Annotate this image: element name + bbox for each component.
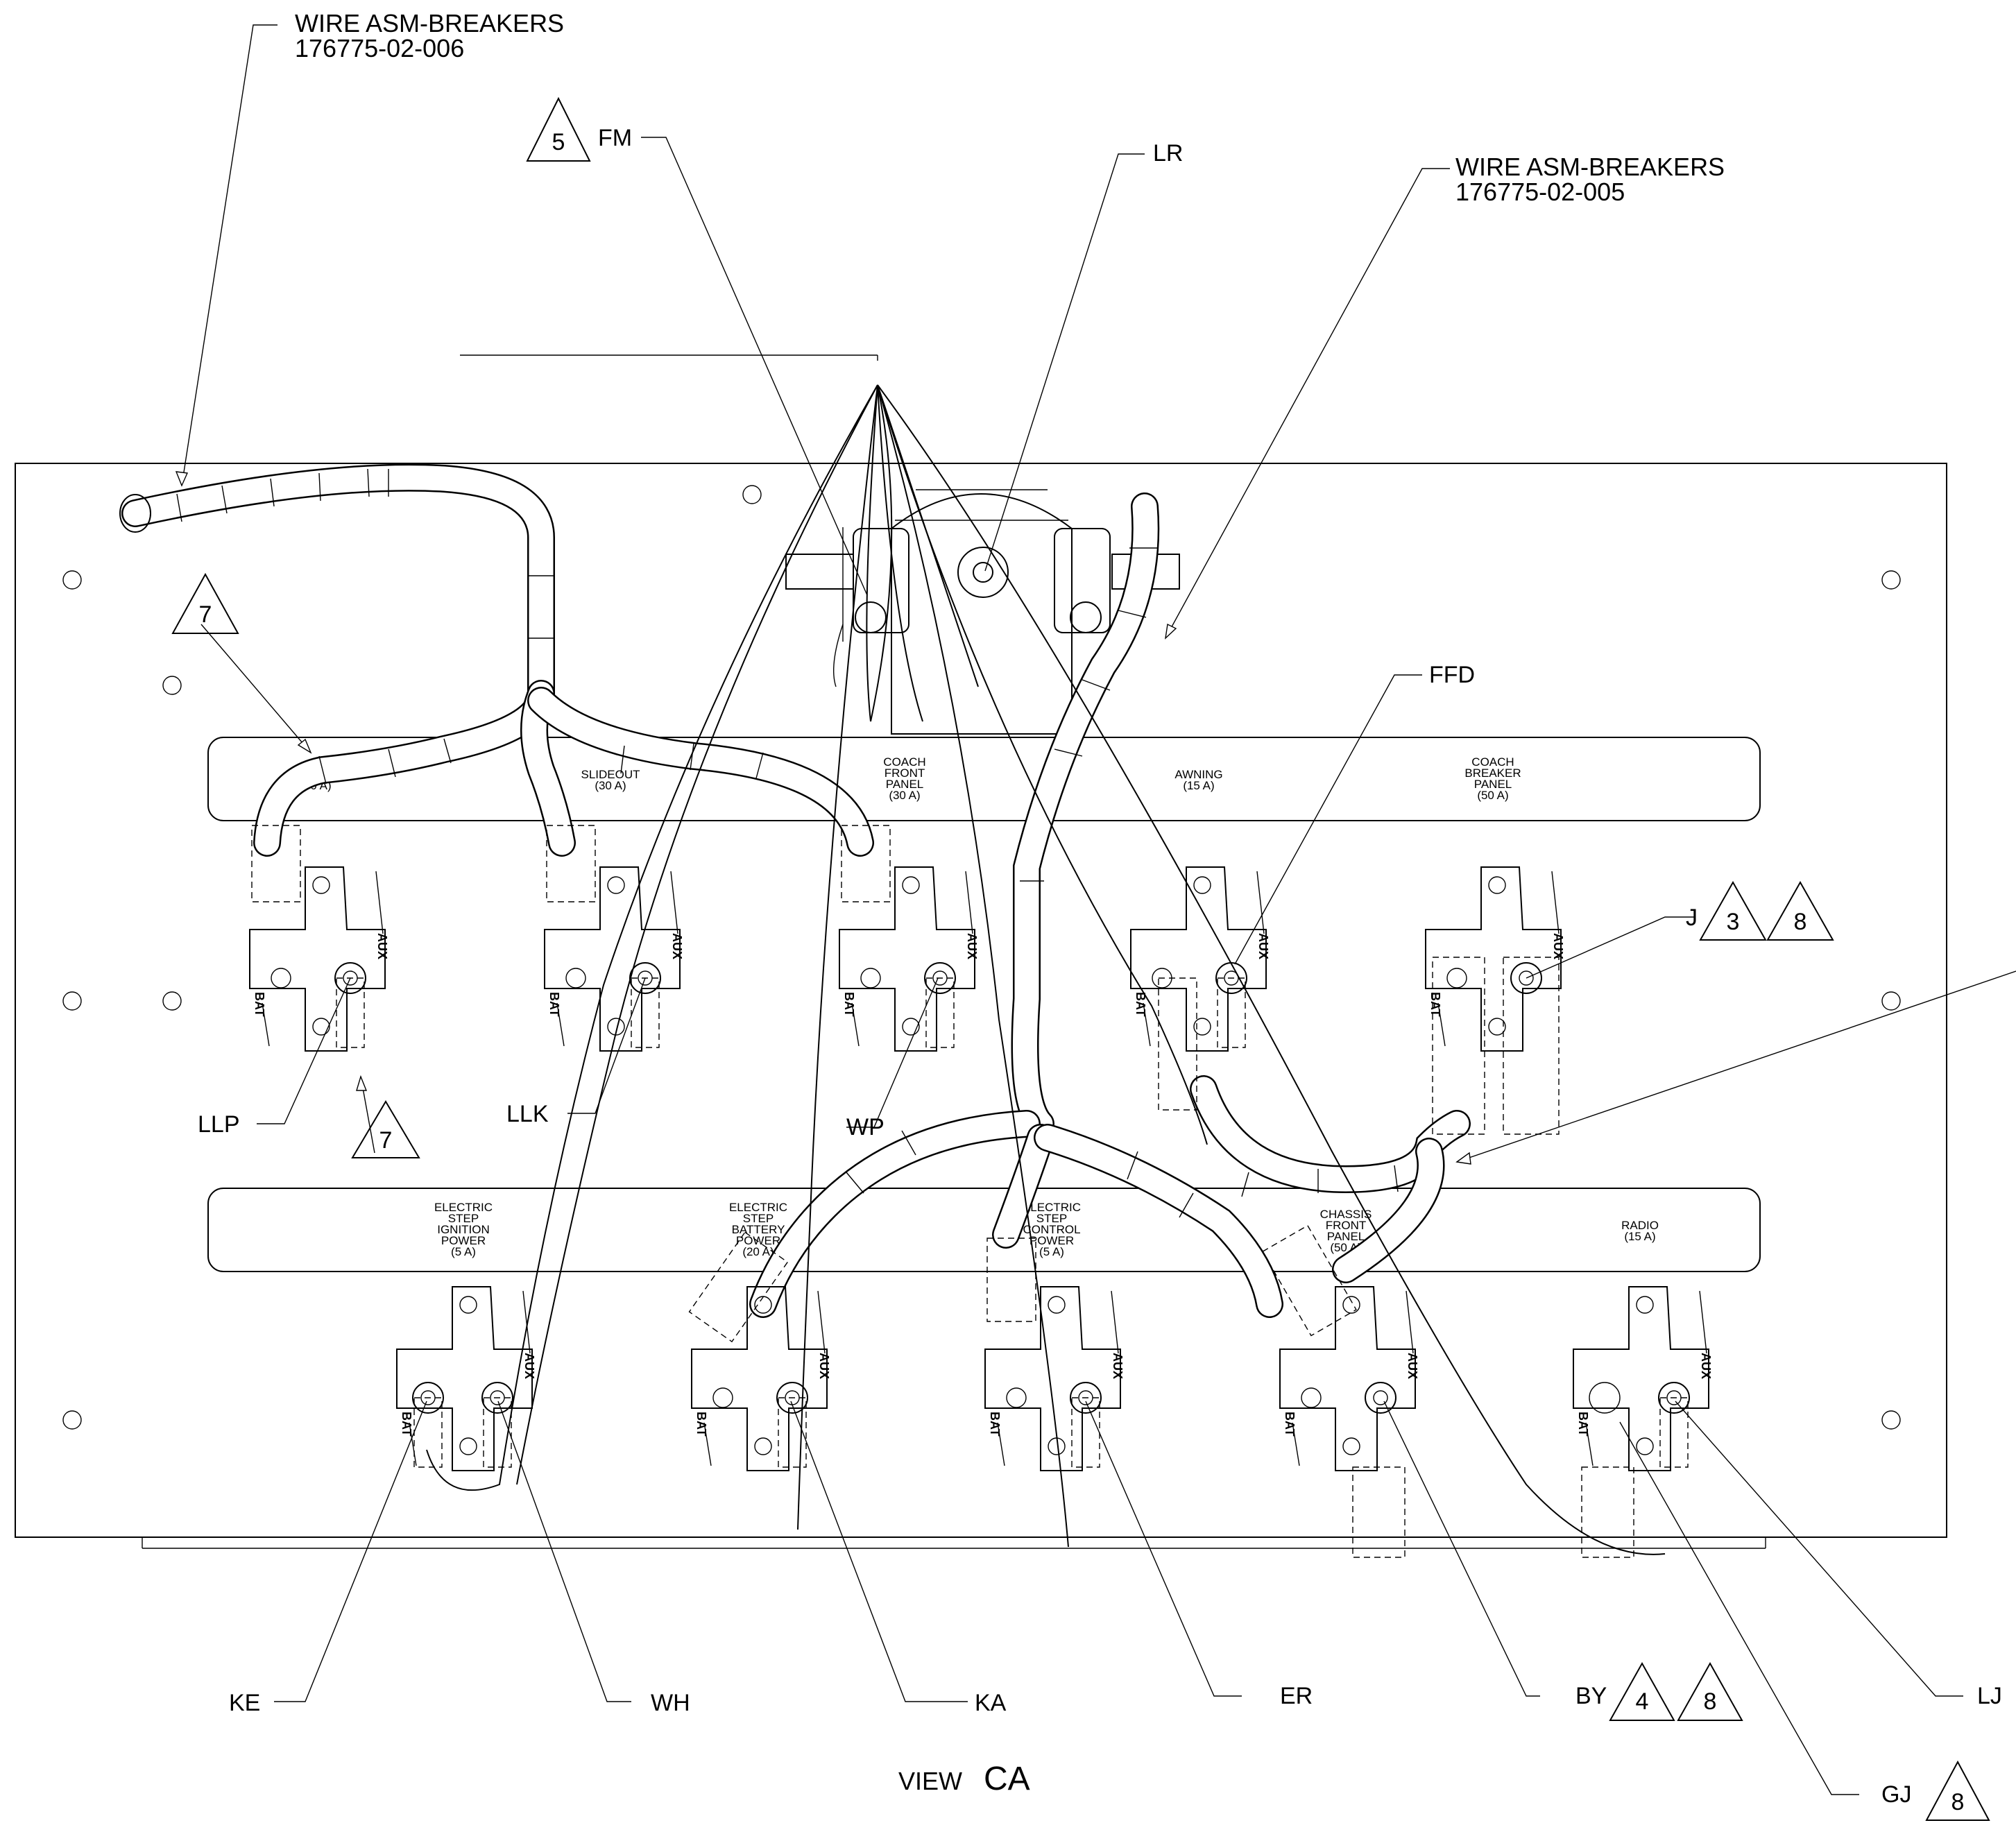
svg-text:4: 4 [1636, 1688, 1649, 1715]
bat-mark: BAT [1134, 992, 1147, 1017]
svg-text:AWNING(15 A): AWNING(15 A) [1174, 768, 1222, 792]
bat-mark: BAT [547, 992, 561, 1017]
harness-label-006-line2: 176775-02-006 [295, 34, 464, 62]
callout-gj: GJ [1881, 1781, 1911, 1808]
svg-text:5: 5 [552, 129, 565, 155]
leader-lines [175, 24, 2016, 1795]
aux-mark: AUX [375, 933, 389, 959]
bat-mark: BAT [1428, 992, 1442, 1017]
mounting-holes [62, 485, 1901, 1430]
note-flags: 5 7 7 3 8 4 8 8 [171, 96, 1990, 1821]
bat-mark: BAT [400, 1412, 413, 1437]
aux-mark: AUX [1111, 1353, 1125, 1379]
breaker-coach-front-panel [839, 825, 975, 1052]
callout-ffd: FFD [1429, 662, 1475, 688]
flag-note-7: 7 [351, 1100, 420, 1158]
harness-label-005-line1: WIRE ASM-BREAKERS [1455, 153, 1725, 181]
callout-ke: KE [229, 1690, 260, 1716]
callout-wp: WP [846, 1114, 885, 1140]
aux-mark: AUX [817, 1353, 831, 1379]
callout-lj: LJ [1977, 1683, 2002, 1709]
breaker-row-top [249, 825, 1562, 1135]
breaker-electric-step-ignition [396, 1286, 533, 1471]
callout-er: ER [1280, 1683, 1313, 1709]
flag-note-3: 3 [1699, 880, 1767, 941]
flag-note-4: 4 [1609, 1661, 1675, 1721]
callout-fm: FM [598, 125, 632, 151]
svg-text:8: 8 [1704, 1688, 1717, 1715]
harness-176775-02-005 [749, 493, 1471, 1318]
svg-text:SLIDEOUT(30 A): SLIDEOUT(30 A) [581, 768, 640, 792]
svg-text:8: 8 [1794, 909, 1807, 935]
aux-mark: AUX [1551, 933, 1565, 959]
flag-note-8: 8 [1677, 1661, 1743, 1721]
flag-note-8: 8 [1925, 1760, 1990, 1821]
breaker-chassis-front-panel [1262, 1224, 1416, 1558]
svg-text:7: 7 [379, 1127, 393, 1154]
breaker-electric-step-control [984, 1238, 1121, 1471]
jumper-wires [426, 384, 1666, 1555]
harness-label-005-line2: 176775-02-005 [1455, 178, 1625, 206]
aux-mark: AUX [670, 933, 684, 959]
breaker-row-bottom [396, 1224, 1709, 1558]
flag-note-8: 8 [1766, 880, 1834, 941]
callout-labels: WIRE ASM-BREAKERS 176775-02-006 WIRE ASM… [198, 9, 2002, 1808]
svg-text:3: 3 [1727, 909, 1740, 935]
flag-note-5: 5 [526, 96, 591, 162]
callout-by: BY [1575, 1683, 1607, 1709]
view-label-id: CA [984, 1761, 1030, 1797]
svg-text:8: 8 [1951, 1789, 1965, 1815]
harness-label-006-line1: WIRE ASM-BREAKERS [295, 9, 564, 37]
callout-lr: LR [1153, 140, 1183, 166]
callout-wh: WH [651, 1690, 690, 1716]
breaker-slideout-2 [544, 825, 681, 1052]
terminal-markings: BAT AUX BAT AUX BAT AUX BAT AUX BAT AUX … [253, 933, 1713, 1437]
mounting-plate [15, 463, 1947, 1549]
view-label-prefix: VIEW [898, 1767, 962, 1795]
callout-j: J [1686, 905, 1698, 931]
aux-mark: AUX [965, 933, 979, 959]
harness-176775-02-006 [119, 463, 874, 857]
aux-mark: AUX [522, 1353, 536, 1379]
breaker-electric-step-battery [688, 1231, 828, 1471]
view-label: VIEW CA [898, 1761, 1030, 1797]
flag-note-7: 7 [171, 572, 239, 634]
bat-mark: BAT [694, 1412, 708, 1437]
breaker-radio [1573, 1286, 1709, 1558]
callout-llk: LLK [506, 1101, 549, 1127]
bat-mark: BAT [253, 992, 266, 1017]
callout-ka: KA [975, 1690, 1007, 1716]
bat-mark: BAT [988, 1412, 1002, 1437]
svg-text:RADIO(15 A): RADIO(15 A) [1621, 1219, 1659, 1243]
bat-mark: BAT [1283, 1412, 1297, 1437]
aux-mark: AUX [1256, 933, 1270, 959]
bat-mark: BAT [1576, 1412, 1590, 1437]
bat-mark: BAT [842, 992, 856, 1017]
callout-llp: LLP [198, 1111, 240, 1138]
aux-mark: AUX [1699, 1353, 1713, 1379]
svg-text:7: 7 [199, 601, 212, 628]
breaker-coach-breaker-panel [1425, 866, 1562, 1135]
breaker-slideout-1 [249, 825, 386, 1052]
aux-mark: AUX [1406, 1353, 1419, 1379]
